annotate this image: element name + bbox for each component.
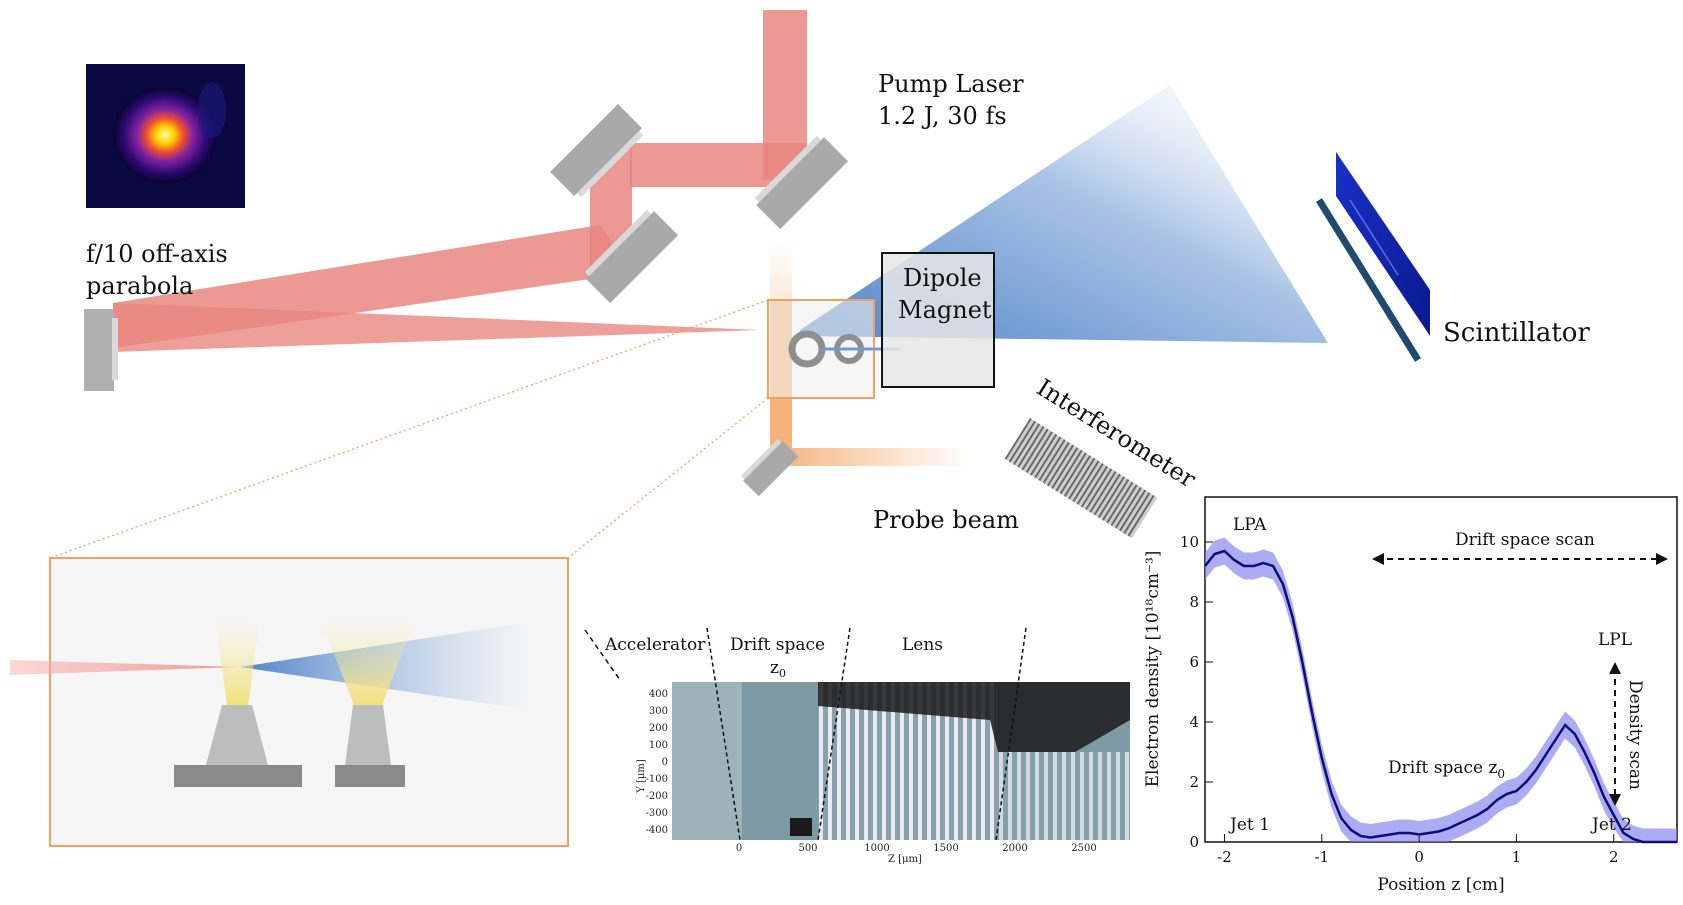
ytick-0: 0 <box>662 757 668 768</box>
drift-z0-label: z0 <box>770 658 786 680</box>
jet-1-base <box>174 765 302 787</box>
y-tick-label: 8 <box>1189 593 1199 611</box>
ytick-m300: -300 <box>646 808 668 819</box>
ytick-400: 400 <box>649 689 668 700</box>
ytick-100: 100 <box>649 740 668 751</box>
region-drift-space: Drift space <box>730 635 825 655</box>
xtick-2500: 2500 <box>1071 843 1096 854</box>
ytick-300: 300 <box>649 706 668 717</box>
parabola-label: f/10 off-axis <box>86 240 228 268</box>
jet-1-nozzle <box>206 705 268 765</box>
chart-x-label: Position z [cm] <box>1377 875 1504 895</box>
jet-2-nozzle <box>345 705 391 765</box>
mirror-top-left <box>550 104 644 198</box>
chart-x-ticks: -2 -1 0 1 2 <box>1217 834 1619 866</box>
chart-y-label: Electron density [10¹⁸cm⁻³] <box>1143 551 1163 788</box>
jet-1-gas-cone <box>215 618 260 705</box>
mirror-top-right <box>754 135 849 230</box>
annotation-jet1: Jet 1 <box>1228 815 1270 835</box>
x-tick-label: 2 <box>1609 848 1619 866</box>
region-lens: Lens <box>902 635 943 655</box>
region-accelerator: Accelerator <box>604 635 706 655</box>
xtick-0: 0 <box>736 843 742 854</box>
x-tick-label: -1 <box>1314 848 1329 866</box>
annotation-lpa: LPA <box>1233 515 1267 535</box>
jet-2-base <box>335 765 405 787</box>
dipole-label: Dipole <box>903 264 982 292</box>
interferometer-image <box>1004 418 1158 539</box>
ytick-m400: -400 <box>646 825 668 836</box>
xtick-1500: 1500 <box>933 843 958 854</box>
pump-laser-label: Pump Laser <box>878 70 1024 98</box>
y-tick-label: 6 <box>1189 653 1199 671</box>
magnet-label: Magnet <box>898 296 992 324</box>
y-tick-label: 10 <box>1180 533 1199 551</box>
ytick-m200: -200 <box>646 791 668 802</box>
x-tick-label: 1 <box>1512 848 1522 866</box>
ytick-200: 200 <box>649 723 668 734</box>
xtick-1000: 1000 <box>864 843 889 854</box>
annotation-drift-scan: Drift space scan <box>1455 530 1595 550</box>
y-tick-label: 0 <box>1189 833 1199 851</box>
focusing-beam <box>113 303 760 352</box>
ytick-m100: -100 <box>646 774 668 785</box>
density-profile-chart: -2 -1 0 1 2 0 2 4 6 8 10 Position z [cm] Electron… <box>1143 496 1678 895</box>
chart-y-ticks: 0 2 4 6 8 10 <box>1180 533 1213 851</box>
parabola-mirror <box>84 309 114 391</box>
scintillator-label: Scintillator <box>1443 318 1590 348</box>
scintillator-frame <box>1316 198 1421 362</box>
focal-spot-image <box>86 64 245 208</box>
interferogram-x-label: Z [μm] <box>888 854 922 865</box>
probe-beam-horizontal <box>770 448 970 466</box>
xtick-2000: 2000 <box>1002 843 1027 854</box>
interferogram-x-ticks: 0 500 1000 1500 2000 2500 <box>736 843 1097 854</box>
scintillator-screen <box>1336 152 1430 336</box>
x-tick-label: -2 <box>1217 848 1232 866</box>
x-tick-label: 0 <box>1414 848 1424 866</box>
annotation-lpl: LPL <box>1598 630 1632 650</box>
mirror-probe <box>741 439 799 497</box>
parabola-label-2: parabola <box>86 272 193 300</box>
jet-2-gas-cone <box>320 618 416 705</box>
xtick-500: 500 <box>798 843 817 854</box>
dipole-magnet <box>881 252 995 388</box>
interferogram-y-label: Y [μm] <box>636 759 647 794</box>
pump-laser-spec: 1.2 J, 30 fs <box>878 102 1007 130</box>
probe-beam-label: Probe beam <box>873 506 1019 534</box>
interferogram-y-ticks: 400 300 200 100 0 -100 -200 -300 -400 <box>646 689 668 836</box>
y-tick-label: 4 <box>1189 713 1199 731</box>
annotation-drift-space: Drift space z0 <box>1388 758 1505 781</box>
annotation-jet2: Jet 2 <box>1590 815 1632 835</box>
interferogram-panel: Accelerator Drift space Lens z0 400 300 … <box>584 627 1130 865</box>
mirror-middle <box>584 209 679 304</box>
density-curve <box>1204 549 1677 844</box>
annotation-density-scan: Density scan <box>1625 680 1645 790</box>
y-tick-label: 2 <box>1189 773 1199 791</box>
inset-laser-beam <box>10 660 240 675</box>
